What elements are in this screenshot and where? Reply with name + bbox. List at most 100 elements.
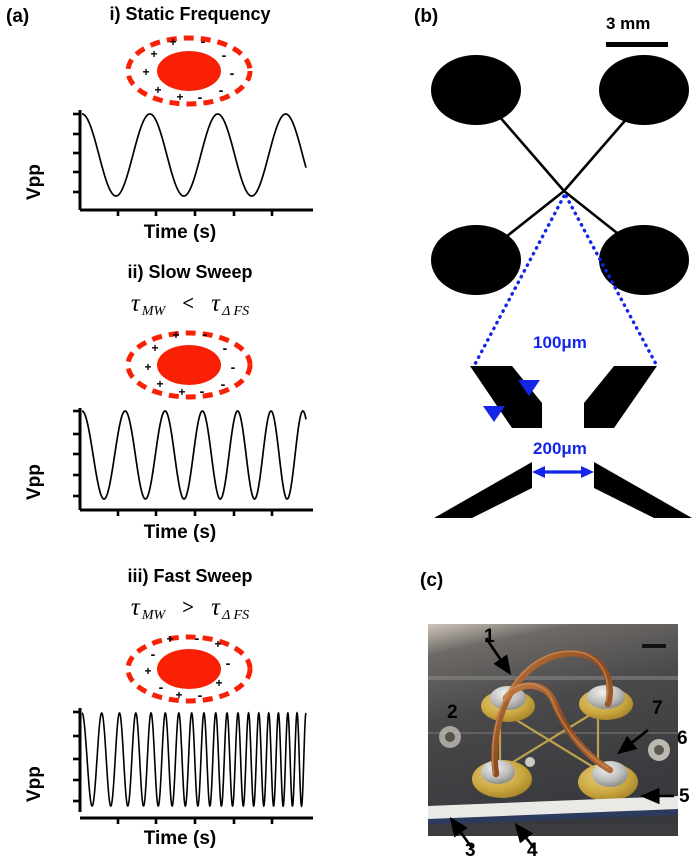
y-axis-label-i: Vpp: [24, 164, 45, 200]
svg-text:+: +: [215, 676, 222, 690]
waveform-trace-iii: [81, 711, 307, 808]
y-axis-label-ii: Vpp: [24, 464, 45, 500]
tau-operator-iii: >: [182, 595, 195, 619]
gap-marker-arrow-1: [518, 380, 540, 396]
callout-arrow-4: [514, 822, 536, 849]
svg-text:+: +: [151, 341, 158, 355]
electrode-tip-lower-right: [594, 462, 692, 518]
tau-subscript-left-ii: MW: [141, 304, 166, 319]
contact-pad-top-left: [431, 55, 521, 125]
electrode-tips-upper: [470, 366, 657, 428]
waveform-chart-i: [48, 108, 316, 226]
subpanel-ii-title: ii) Slow Sweep: [127, 262, 253, 282]
photo-callout-5: 5: [679, 786, 690, 807]
device-photograph: [428, 624, 678, 836]
droplet-diagram-ii: + + + + + - - - - -: [124, 326, 254, 404]
droplet-core-iii: [157, 649, 221, 689]
photo-callout-1: 1: [484, 626, 495, 647]
svg-text:+: +: [172, 328, 179, 342]
zoom-guide-right: [564, 194, 659, 368]
width-label-200um: 200μm: [533, 439, 587, 458]
svg-text:+: +: [214, 637, 221, 651]
waveform-trace-i: [82, 113, 307, 197]
photo-callout-7: 7: [652, 698, 663, 719]
scalebar-line: [606, 42, 668, 47]
electrode-tip-upper-right: [584, 366, 657, 428]
svg-text:+: +: [142, 65, 149, 79]
subpanel-iii-title: iii) Fast Sweep: [127, 566, 253, 586]
x-axis-label-ii: Time (s): [143, 522, 217, 543]
scalebar-label-3mm: 3 mm: [606, 14, 651, 33]
svg-text:-: -: [198, 687, 203, 703]
zoom-guide-left: [472, 194, 566, 368]
svg-text:-: -: [159, 679, 164, 695]
x-axis-label-i: Time (s): [143, 222, 217, 243]
contact-pad-bottom-left: [431, 225, 521, 295]
bottom-rail: [428, 796, 678, 822]
droplet-core-i: [157, 51, 221, 91]
tau-subscript-right-iii: Δ FS: [222, 608, 250, 623]
electrode-tip-upper-left: [470, 366, 542, 428]
droplet-diagram-i: + + + + + - - - - -: [124, 32, 254, 110]
callout-arrow-7: [616, 728, 649, 755]
electrode-schematic: 100μm 200μm: [414, 48, 700, 518]
svg-text:-: -: [226, 655, 231, 671]
svg-text:+: +: [150, 47, 157, 61]
droplet-shell-ii: [125, 330, 253, 400]
svg-text:-: -: [222, 47, 227, 63]
svg-text:-: -: [200, 383, 205, 399]
panel-b-label: (b): [414, 6, 439, 27]
tau-condition-ii: τ MW < τ Δ FS: [60, 290, 320, 319]
panel-c-label: (c): [420, 570, 444, 591]
svg-text:-: -: [231, 359, 236, 375]
waveform-chart-ii: [48, 406, 316, 528]
photo-callout-arrows: [449, 637, 674, 849]
gap-marker-arrow-2: [483, 406, 505, 422]
droplet-diagram-iii: + + + + + - - - - -: [124, 630, 254, 708]
svg-text:+: +: [144, 360, 151, 374]
svg-text:-: -: [151, 646, 156, 662]
photo-callout-2: 2: [447, 702, 458, 723]
svg-text:+: +: [169, 35, 176, 49]
svg-text:-: -: [219, 82, 224, 98]
svg-text:-: -: [195, 630, 200, 646]
droplet-shell-iii: [125, 634, 253, 704]
callout-arrow-1: [484, 637, 512, 676]
photo-callout-3: 3: [465, 840, 476, 861]
droplet-core-ii: [157, 345, 221, 385]
svg-text:+: +: [176, 90, 183, 104]
photo-callout-4: 4: [527, 840, 538, 861]
svg-text:-: -: [198, 89, 203, 105]
svg-text:-: -: [230, 65, 235, 81]
svg-text:-: -: [223, 340, 228, 356]
svg-text:+: +: [178, 385, 185, 399]
gap-label-100um: 100μm: [533, 333, 587, 352]
electrode-tip-lower-left: [434, 462, 532, 518]
tau-symbol-left-iii: τ: [130, 594, 140, 621]
callout-arrow-3: [449, 816, 474, 849]
waveform-chart-iii: [48, 706, 316, 830]
contact-pad-bottom-right: [599, 225, 689, 295]
x-axis-label-iii: Time (s): [143, 828, 217, 849]
y-axis-label-iii: Vpp: [24, 766, 45, 802]
tau-symbol-right-ii: τ: [211, 290, 221, 317]
subpanel-i-title: i) Static Frequency: [109, 4, 271, 24]
electrode-tips-lower: [434, 462, 692, 518]
tau-subscript-left-iii: MW: [141, 608, 166, 623]
tau-condition-iii: τ MW > τ Δ FS: [60, 594, 320, 623]
panel-a-label: (a): [6, 6, 30, 27]
photo-scalebar: [642, 644, 666, 648]
svg-text:+: +: [144, 664, 151, 678]
tau-operator-ii: <: [182, 291, 195, 315]
svg-text:+: +: [156, 377, 163, 391]
trace-topleft: [491, 107, 565, 192]
waveform-trace-ii: [81, 410, 307, 500]
tau-subscript-right-ii: Δ FS: [222, 304, 250, 319]
tau-symbol-left-ii: τ: [130, 290, 140, 317]
tau-symbol-right-iii: τ: [211, 594, 221, 621]
svg-text:-: -: [203, 326, 208, 342]
svg-text:+: +: [175, 688, 182, 702]
svg-text:+: +: [154, 83, 161, 97]
svg-text:+: +: [166, 632, 173, 646]
